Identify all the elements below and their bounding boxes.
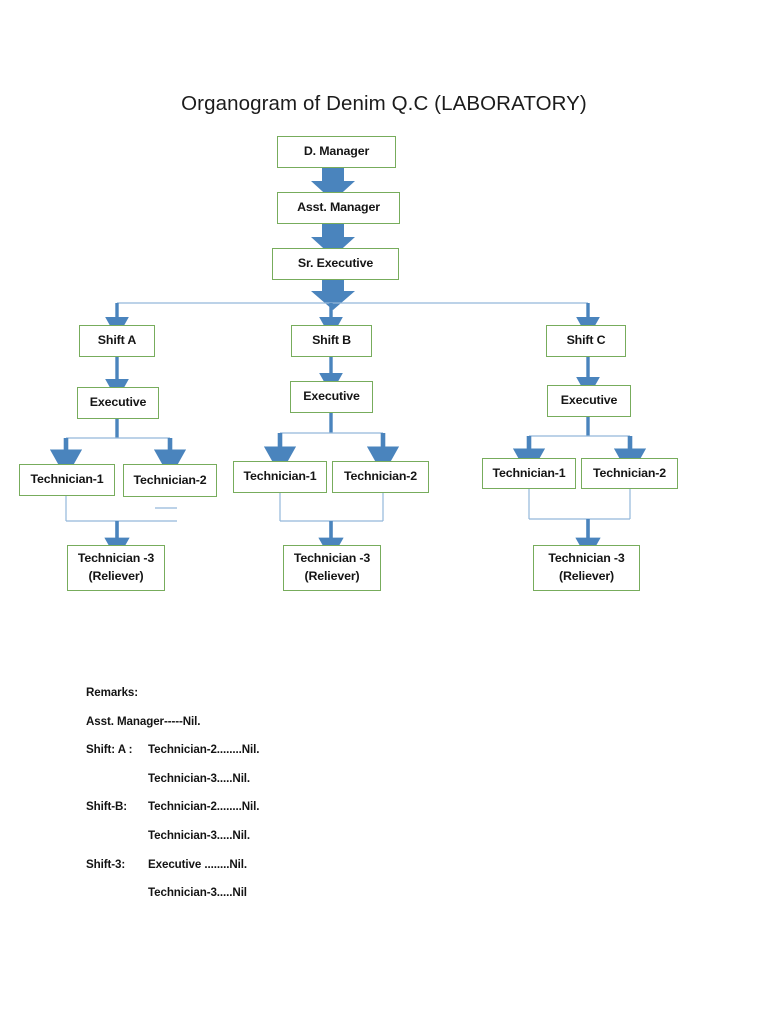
node-label: Sr. Executive [297, 256, 374, 271]
split-executive-a [49, 419, 187, 478]
remarks-line: Technician-3.....Nil. [86, 772, 506, 801]
remarks-section: Remarks: Asst. Manager-----Nil. Shift: A… [86, 686, 506, 915]
merge-shift-b [279, 492, 384, 522]
node-label: Technician-1 [30, 472, 104, 487]
remarks-line: Shift: A : Technician-2........Nil. [86, 743, 506, 772]
remarks-heading: Remarks: [86, 686, 139, 699]
node-label-line1: Technician -3 [548, 551, 625, 566]
node-technician-3-shift-b[interactable]: Technician -3 (Reliever) [283, 545, 381, 591]
node-asst-manager[interactable]: Asst. Manager [277, 192, 400, 224]
node-executive-shift-c[interactable]: Executive [547, 385, 631, 417]
node-label: Asst. Manager [297, 200, 380, 215]
node-label: Technician-2 [592, 465, 667, 480]
remarks-heading-line: Remarks: [86, 686, 506, 715]
split-executive-c [512, 417, 647, 477]
arrow-sr-executive-to-distribution [311, 279, 355, 310]
node-label-line1: Technician -3 [293, 551, 371, 566]
remarks-line-value: Technician-2........Nil. [148, 800, 260, 814]
node-label: Shift B [312, 333, 351, 348]
remarks-line: Technician-3.....Nil [86, 886, 506, 915]
remarks-line: Asst. Manager-----Nil. [86, 715, 506, 744]
remarks-line-value: Technician-3.....Nil. [148, 771, 251, 785]
node-label: Technician-2 [343, 469, 418, 484]
split-executive-b [263, 413, 400, 475]
node-label: Technician-1 [243, 469, 317, 484]
remarks-line-label: Shift: A : [86, 743, 133, 757]
page-title: Organogram of Denim Q.C (LABORATORY) [181, 92, 587, 115]
node-shift-c[interactable]: Shift C [546, 325, 626, 357]
node-label: Technician-2 [133, 472, 207, 487]
node-label: D. Manager [303, 144, 370, 159]
node-shift-b[interactable]: Shift B [291, 325, 372, 357]
remarks-line-value: Technician-3.....Nil [148, 886, 247, 900]
node-executive-shift-a[interactable]: Executive [77, 387, 159, 419]
node-label-line1: Technician -3 [77, 551, 155, 566]
node-technician-1-shift-c[interactable]: Technician-1 [482, 458, 576, 489]
node-label: Shift A [97, 333, 137, 348]
node-label-line2: (Reliever) [304, 569, 360, 583]
node-label: Shift C [566, 333, 606, 348]
remarks-line-label: Asst. Manager-----Nil. [86, 714, 201, 728]
node-technician-1-shift-a[interactable]: Technician-1 [19, 464, 115, 496]
remarks-line-value: Technician-3.....Nil. [148, 828, 251, 842]
node-shift-a[interactable]: Shift A [79, 325, 155, 357]
merge-shift-a [65, 496, 177, 522]
remarks-line-value: Executive ........Nil. [148, 857, 247, 871]
remarks-line: Shift-B: Technician-2........Nil. [86, 800, 506, 829]
node-label: Executive [89, 395, 147, 410]
node-label: Executive [560, 393, 618, 408]
merge-shift-c [528, 489, 631, 520]
node-label: Executive [303, 389, 360, 404]
remarks-line: Technician-3.....Nil. [86, 829, 506, 858]
node-d-manager[interactable]: D. Manager [277, 136, 396, 168]
node-sr-executive[interactable]: Sr. Executive [272, 248, 399, 280]
remarks-line-label: Shift-B: [86, 800, 128, 814]
node-executive-shift-b[interactable]: Executive [290, 381, 373, 413]
remarks-line-value: Technician-2........Nil. [148, 743, 260, 757]
node-technician-1-shift-b[interactable]: Technician-1 [233, 461, 327, 493]
node-technician-2-shift-c[interactable]: Technician-2 [581, 458, 678, 489]
arrow-d-manager-to-asst-manager [311, 167, 355, 201]
node-label-line2: (Reliever) [88, 569, 144, 583]
remarks-line: Shift-3: Executive ........Nil. [86, 858, 506, 887]
node-label: Technician-1 [492, 465, 566, 480]
node-technician-3-shift-c[interactable]: Technician -3 (Reliever) [533, 545, 640, 591]
node-technician-2-shift-a[interactable]: Technician-2 [123, 464, 217, 497]
remarks-line-label: Shift-3: [86, 857, 126, 871]
node-label-line2: (Reliever) [559, 569, 614, 583]
arrow-asst-manager-to-sr-executive [311, 223, 355, 257]
node-technician-3-shift-a[interactable]: Technician -3 (Reliever) [67, 545, 165, 591]
node-technician-2-shift-b[interactable]: Technician-2 [332, 461, 429, 493]
